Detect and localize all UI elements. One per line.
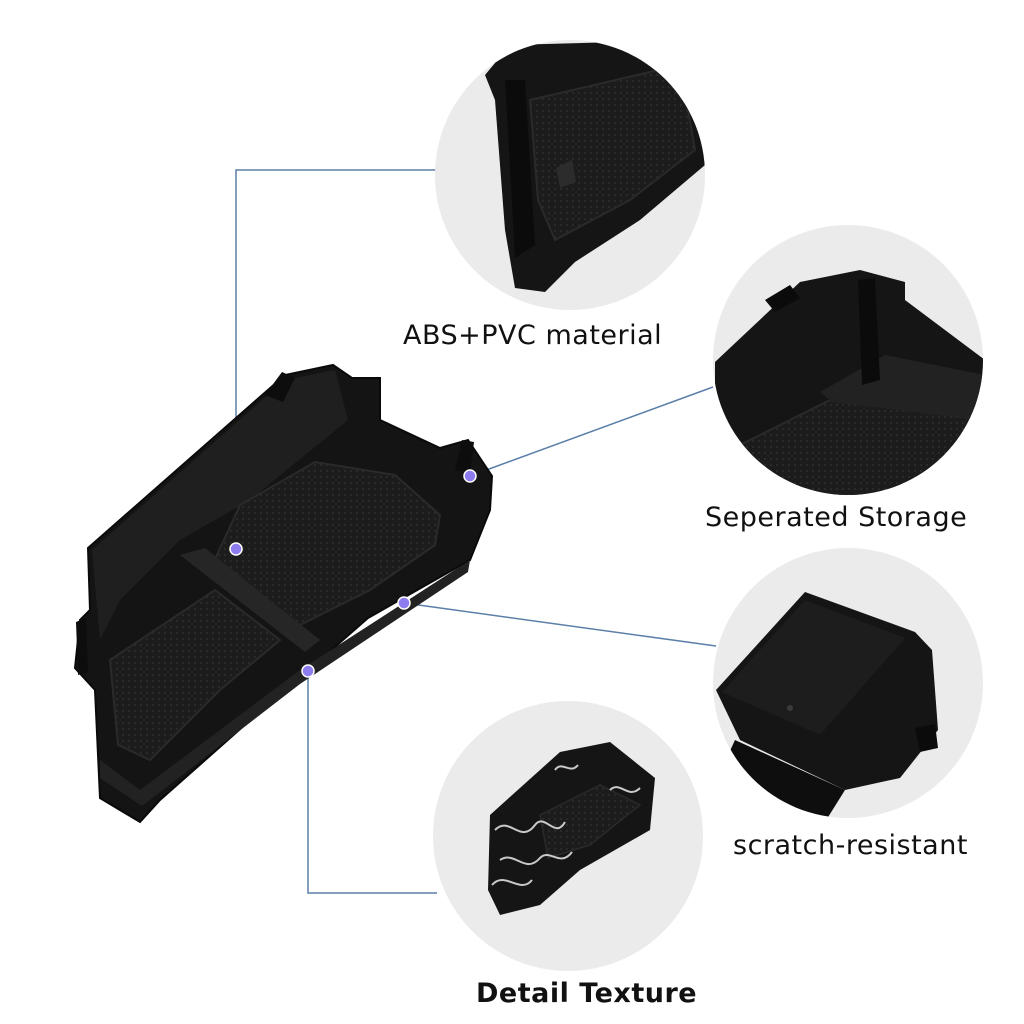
feature-label-material: ABS+PVC material [403,320,663,351]
feature-label-texture: Detail Texture [476,978,698,1009]
callout-dot-storage [463,469,477,483]
feature-label-scratch: scratch-resistant [733,830,968,861]
product-organizer-tray [73,363,494,824]
left-compartment-mat [108,588,282,762]
callout-dots [229,469,477,678]
tray-divider [180,548,320,652]
leader-line-storage [469,386,714,477]
callout-dot-scratch [397,596,411,610]
detail-circle-storage [713,225,983,495]
feature-label-storage: Seperated Storage [705,502,968,533]
callout-dot-texture [301,664,315,678]
detail-circle-material [435,40,705,310]
water-splash-texture [491,764,641,886]
detail-circle-scratch [713,548,983,818]
leader-line-scratch [403,602,717,647]
detail-circle-texture [433,701,703,971]
callout-dot-material [229,542,243,556]
leader-line-texture [307,671,437,894]
